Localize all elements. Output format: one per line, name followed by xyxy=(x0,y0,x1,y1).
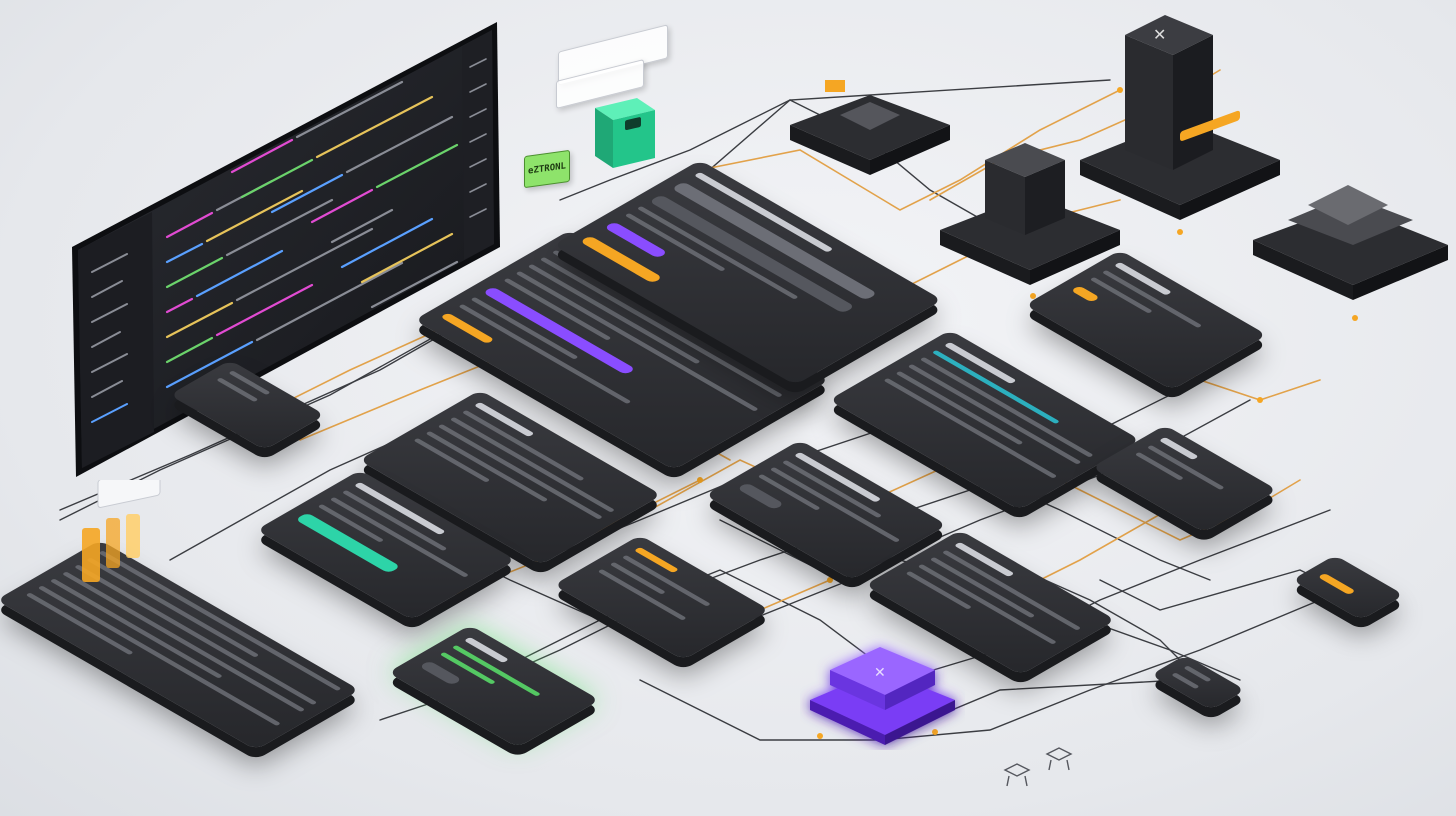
svg-text:✕: ✕ xyxy=(874,665,886,681)
server-icon: ✕ xyxy=(1080,15,1280,220)
purple-chip-icon: ✕ xyxy=(810,647,955,745)
code-editor-monitor xyxy=(72,22,502,477)
robot-icons xyxy=(1003,747,1073,787)
database-icon xyxy=(595,98,655,168)
code-editor-icon xyxy=(72,22,500,477)
svg-text:✕: ✕ xyxy=(1153,25,1166,44)
chip-icon xyxy=(790,80,950,175)
cube-icon xyxy=(940,143,1120,285)
glow-pillars xyxy=(82,480,161,582)
machine-icon xyxy=(1253,185,1448,300)
green-tag-label: eZTRONL xyxy=(524,149,570,189)
